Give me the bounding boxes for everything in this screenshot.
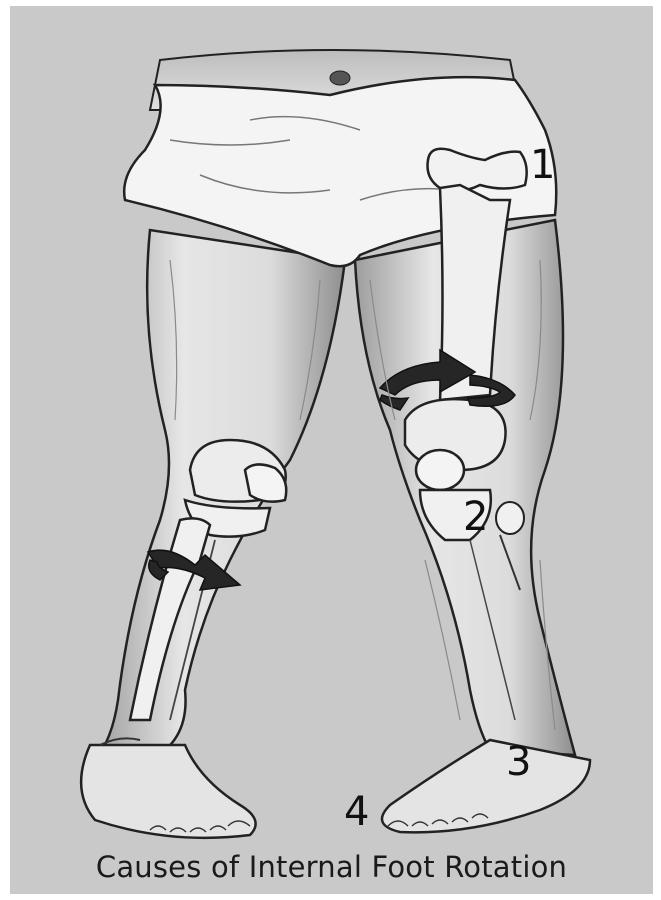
figure-caption: Causes of Internal Foot Rotation [10, 850, 653, 884]
navel [330, 71, 350, 85]
right-patella [416, 450, 464, 490]
label-2: 2 [463, 497, 488, 537]
label-1: 1 [530, 145, 555, 185]
right-fibula-head [496, 502, 524, 534]
label-4: 4 [344, 792, 369, 832]
right-foot [382, 740, 590, 832]
label-3: 3 [506, 742, 531, 782]
